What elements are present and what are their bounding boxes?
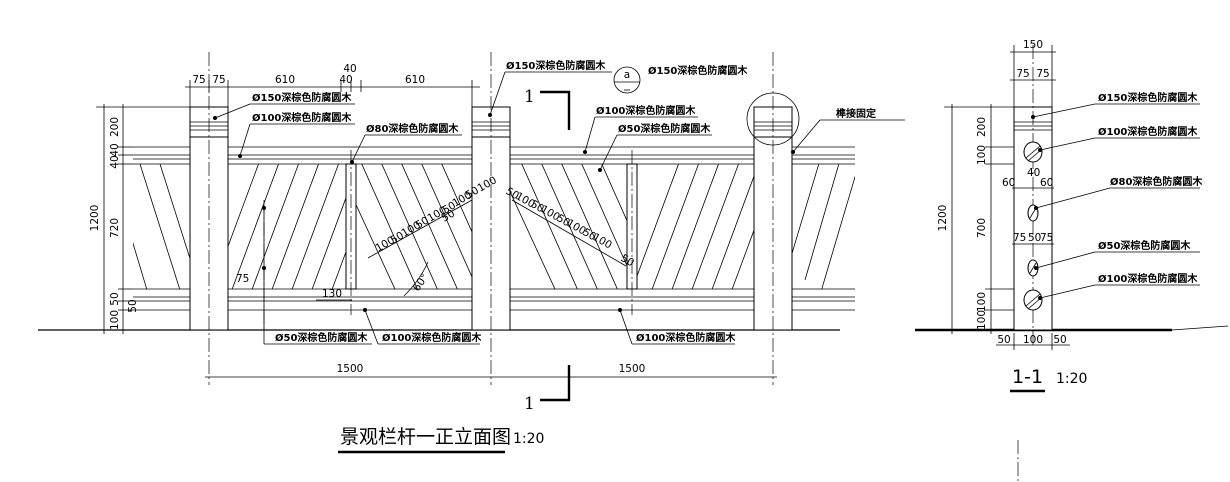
dim-label: 75 <box>192 74 205 86</box>
dim-label: 75 <box>1013 232 1026 244</box>
dim-label: 50 <box>581 226 599 243</box>
angle-arc <box>403 261 429 297</box>
dim-label: 1200 <box>89 205 101 232</box>
left-dimensions: 200 40 40 720 50 50 100 1200 <box>89 104 190 334</box>
dim-label: 50 <box>414 215 432 232</box>
note-rail-100: Ø100深棕色防腐圆木 <box>252 111 352 124</box>
dim-label: 50 <box>619 252 637 269</box>
dim-label: 60 <box>1040 177 1053 189</box>
dim-label: 40 <box>343 63 356 75</box>
dim-label: 50 <box>1028 232 1041 244</box>
section-note: Ø80深棕色防腐圆木 <box>1110 175 1203 188</box>
section-notes: Ø150深棕色防腐圆木 Ø100深棕色防腐圆木 Ø80深棕色防腐圆木 Ø50深棕… <box>1031 91 1203 300</box>
detail-label: a <box>624 69 630 81</box>
dim-label: 200 <box>976 117 988 137</box>
dim-label: 50 <box>389 230 407 247</box>
dim-label: 1200 <box>937 205 949 232</box>
dim-label: 150 <box>1023 39 1043 51</box>
section-mark-label: 1 <box>524 87 535 107</box>
note-joint: 榫接固定 <box>835 107 876 120</box>
panel-hatch <box>510 164 627 289</box>
dim-label: 1500 <box>337 363 364 375</box>
dim-label: 50 <box>441 200 459 217</box>
dim-label: 50 <box>504 185 522 202</box>
note-post-150: Ø150深棕色防腐圆木 <box>648 64 748 77</box>
section-note: Ø150深棕色防腐圆木 <box>1098 91 1198 104</box>
dim-label: 40 <box>1027 167 1040 179</box>
detail-reference: a Ø150深棕色防腐圆木 <box>613 64 748 94</box>
dim-label: 50 <box>464 185 482 202</box>
note-post-150: Ø150深棕色防腐圆木 <box>252 91 352 104</box>
note-post-80: Ø80深棕色防腐圆木 <box>366 122 459 135</box>
dim-label: 100 <box>109 310 121 330</box>
dim-label: 75 <box>1016 68 1029 80</box>
section-title: 1-1 <box>1012 366 1043 388</box>
dim-label: 50 <box>440 208 458 225</box>
note-diag-50: Ø50深棕色防腐圆木 <box>275 331 368 344</box>
note-rail-100: Ø100深棕色防腐圆木 <box>636 331 736 344</box>
dim-label: 610 <box>275 74 295 86</box>
dim-label: 700 <box>976 218 988 238</box>
section-mark-label: 1 <box>524 394 535 414</box>
panel-hatch <box>133 164 190 289</box>
section-mark-top: 1 <box>524 87 571 130</box>
dim-label: 1500 <box>619 363 646 375</box>
top-dimensions: 75 75 610 40 40 610 <box>185 63 480 107</box>
section-scale: 1:20 <box>1056 371 1087 387</box>
dim-label: 720 <box>109 218 121 238</box>
dim-label: 50 <box>1053 334 1066 346</box>
elevation-view: 75 75 610 40 40 610 1500 1500 200 40 <box>38 52 905 454</box>
dim-label: 40 <box>339 74 352 86</box>
dim-label: 40 <box>109 143 121 156</box>
dim-label: 75 <box>1036 68 1049 80</box>
detail-circle <box>746 92 800 146</box>
dim-label: 100 <box>976 310 988 330</box>
panel-hatch <box>637 164 754 289</box>
note-diag-50: Ø50深棕色防腐圆木 <box>618 122 711 135</box>
section-mark-bottom: 1 <box>524 365 571 414</box>
elevation-title: 景观栏杆一正立面图 <box>340 426 511 448</box>
dim-label: 75 <box>1040 232 1053 244</box>
dim-label: 50 <box>529 198 547 215</box>
dim-label: 130 <box>322 288 342 300</box>
dim-label: 50 <box>127 299 139 312</box>
dim-label: 100 <box>1023 334 1043 346</box>
leader-notes: Ø150深棕色防腐圆木 Ø100深棕色防腐圆木 Ø80深棕色防腐圆木 Ø150深… <box>213 59 905 345</box>
section-note: Ø50深棕色防腐圆木 <box>1098 239 1191 252</box>
dim-label: 75 <box>236 273 249 285</box>
dim-label: 100 <box>976 145 988 165</box>
panel-hatch <box>792 164 855 289</box>
note-rail-100: Ø100深棕色防腐圆木 <box>596 104 696 117</box>
section-note: Ø100深棕色防腐圆木 <box>1098 272 1198 285</box>
bottom-dimensions: 1500 1500 <box>205 363 777 378</box>
section-note: Ø100深棕色防腐圆木 <box>1098 125 1198 138</box>
elevation-scale: 1:20 <box>513 431 544 447</box>
dim-label: 200 <box>109 117 121 137</box>
dim-label: 50 <box>109 292 121 305</box>
note-post-150: Ø150深棕色防腐圆木 <box>506 59 606 72</box>
panel-hatch <box>228 164 346 289</box>
dim-label: 50 <box>997 334 1010 346</box>
note-rail-100: Ø100深棕色防腐圆木 <box>382 331 482 344</box>
dim-label: 50 <box>555 212 573 229</box>
dim-label: 610 <box>405 74 425 86</box>
panel-hatch <box>356 164 472 289</box>
dim-label: 40 <box>109 155 121 168</box>
section-view: 150 75 75 60 40 60 75 50 75 50 100 50 20… <box>915 39 1229 482</box>
dim-label: 60 <box>1002 177 1015 189</box>
dim-label: 75 <box>212 74 225 86</box>
dim-label: 100 <box>591 231 614 251</box>
dim-label: 100 <box>976 292 988 312</box>
diag-dim-right: 50 100 50 100 50 100 50 100 50 <box>504 185 637 269</box>
